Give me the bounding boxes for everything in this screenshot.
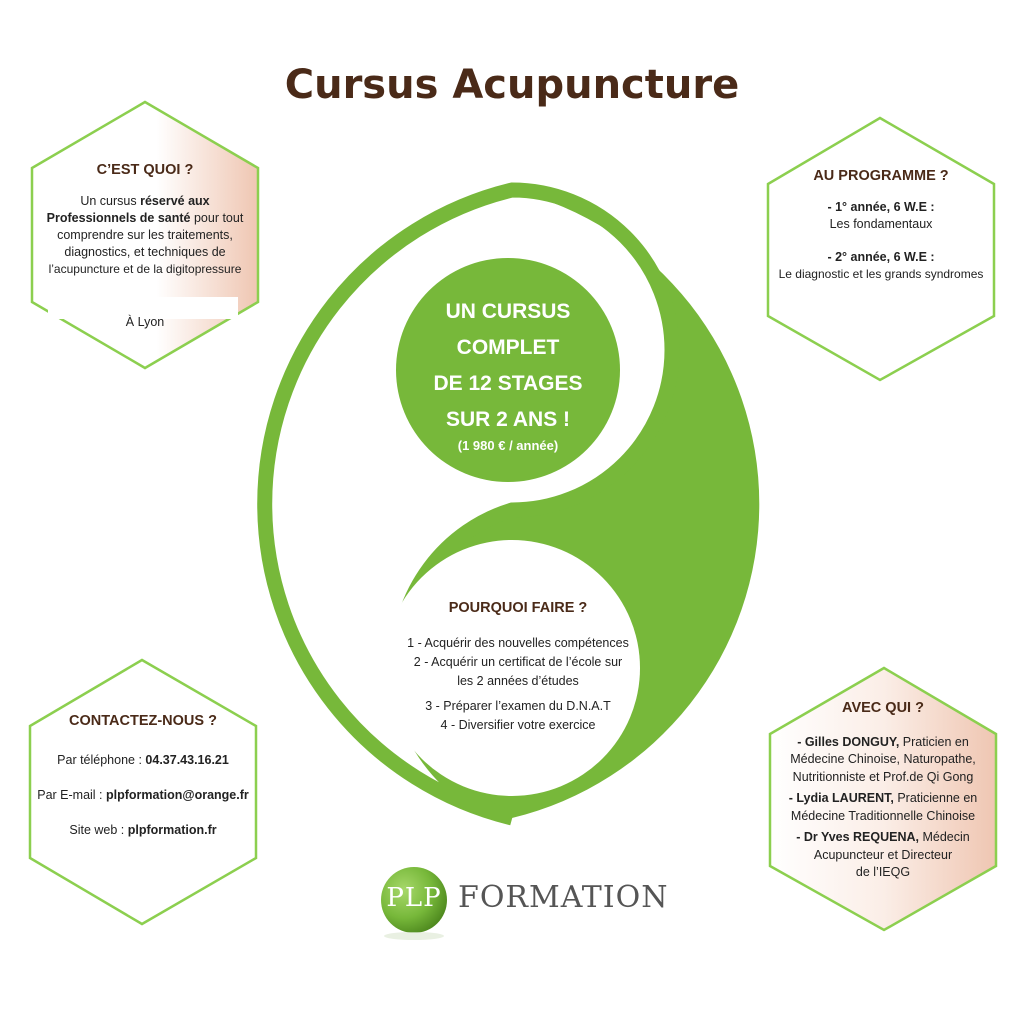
logo-ball	[381, 867, 447, 933]
bottom-circle	[384, 540, 640, 796]
pourquoi-heading: POURQUOI FAIRE ?	[448, 600, 588, 616]
quoi-location: À Lyon	[125, 315, 165, 329]
website-link[interactable]: plpformation.fr	[127, 823, 217, 837]
section-programme: AU PROGRAMME ? - 1° année, 6 W.E : Les f…	[770, 168, 992, 283]
section-avec: AVEC QUI ? - Gilles DONGUY, Praticien en…	[772, 700, 994, 882]
section-contact: CONTACTEZ-NOUS ? Par téléphone : 04.37.4…	[32, 713, 254, 839]
avec-heading: AVEC QUI ?	[842, 700, 924, 716]
contact-heading: CONTACTEZ-NOUS ?	[69, 713, 217, 729]
section-pourquoi: POURQUOI FAIRE ? 1 - Acquérir des nouvel…	[400, 599, 636, 735]
center-price: (1 980 € / année)	[457, 438, 559, 453]
hexagon-contact	[28, 658, 258, 926]
hexagon-programme	[766, 116, 996, 382]
hexagon-avec	[768, 666, 998, 932]
page-title: Cursus Acupuncture	[284, 62, 740, 108]
phone-number: 04.37.43.16.21	[145, 753, 229, 767]
center-headline: UN CURSUS COMPLET DE 12 STAGES SUR 2 ANS…	[408, 294, 608, 454]
top-circle	[396, 258, 620, 482]
email-link[interactable]: plpformation@orange.fr	[106, 788, 249, 802]
yin-yang-figure	[257, 182, 760, 826]
quoi-heading: C’EST QUOI ?	[96, 162, 194, 178]
logo-formation: FORMATION	[458, 880, 669, 915]
programme-heading: AU PROGRAMME ?	[813, 168, 949, 184]
logo-plp: PLP	[386, 883, 442, 913]
section-quoi: C’EST QUOI ? Un cursus réservé aux Profe…	[36, 162, 254, 331]
